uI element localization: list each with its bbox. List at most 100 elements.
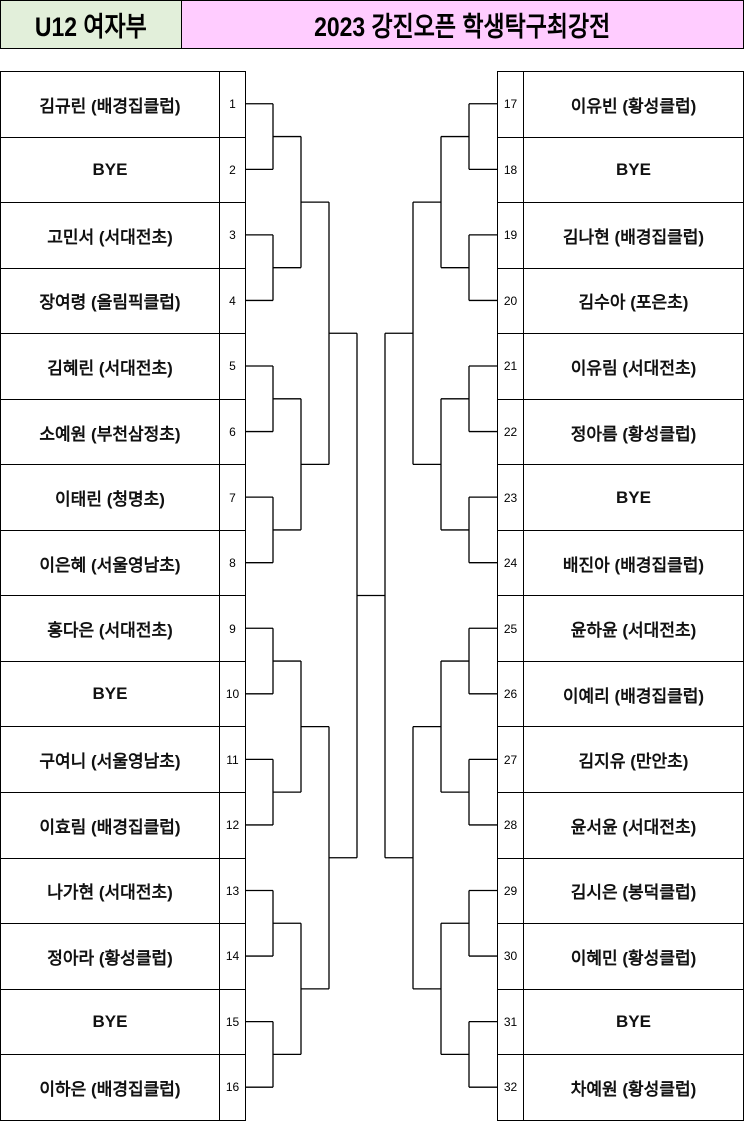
- player-name: 김규린 (배경집클럽): [39, 96, 181, 116]
- player-row: 17 이유빈 (황성클럽): [498, 72, 743, 138]
- seed-number: 30: [498, 924, 524, 989]
- player-row: 장여령 (올림픽클럽) 4: [1, 268, 245, 335]
- seed-number: 32: [498, 1055, 524, 1120]
- player-row: 구여니 (서울영남초) 11: [1, 727, 245, 794]
- player-name: 홍다은 (서대전초): [47, 621, 173, 641]
- player-row: 22 정아름 (황성클럽): [498, 399, 743, 466]
- seed-number: 3: [219, 203, 245, 268]
- player-row: 이효림 (배경집클럽)12: [1, 793, 245, 859]
- seed-number: 1: [219, 72, 245, 137]
- seed-number: 21: [498, 334, 524, 399]
- seed-number: 23: [498, 465, 524, 530]
- seed-number: 19: [498, 203, 524, 268]
- player-name: 김나현 (배경집클럽): [562, 227, 705, 247]
- player-name: 김시은 (봉덕클럽): [570, 883, 697, 903]
- player-name: 소예원 (부천삼정초): [39, 424, 181, 444]
- seed-number: 16: [219, 1055, 245, 1120]
- player-name: BYE: [92, 1011, 128, 1031]
- player-row: BYE 2: [1, 137, 245, 204]
- player-name: 배진아 (배경집클럽): [562, 555, 705, 575]
- seed-number: 2: [219, 137, 245, 203]
- player-name: 김혜린 (서대전초): [47, 358, 173, 378]
- player-name: 고민서 (서대전초): [47, 227, 173, 247]
- player-row: 소예원 (부천삼정초) 6: [1, 399, 245, 466]
- player-row: 27 김지유 (만안초): [498, 727, 743, 794]
- player-row: 고민서 (서대전초) 3: [1, 203, 245, 269]
- player-name: 이은혜 (서울영남초): [39, 555, 181, 575]
- player-row: 24 배진아 (배경집클럽): [498, 530, 743, 597]
- player-name: 이혜민 (황성클럽): [570, 948, 697, 968]
- seed-number: 20: [498, 268, 524, 334]
- seed-number: 15: [219, 989, 245, 1055]
- player-row: 김혜린 (서대전초) 5: [1, 334, 245, 400]
- player-row: BYE 10: [1, 661, 245, 728]
- seed-number: 27: [498, 727, 524, 793]
- player-row: 32 차예원 (황성클럽): [498, 1055, 743, 1121]
- seed-number: 14: [219, 924, 245, 989]
- seed-number: 22: [498, 399, 524, 465]
- player-row: 20 김수아 (포은초): [498, 268, 743, 335]
- player-row: BYE 15: [1, 989, 245, 1056]
- player-name: 장여령 (올림픽클럽): [39, 293, 181, 313]
- seed-number: 25: [498, 596, 524, 661]
- player-row: 18 BYE: [498, 137, 743, 204]
- player-row: 31 BYE: [498, 989, 743, 1056]
- seed-number: 6: [219, 399, 245, 465]
- seed-number: 8: [219, 530, 245, 596]
- seed-number: 9: [219, 596, 245, 661]
- title-header: 2023 강진오픈 학생탁구최강전: [181, 0, 744, 49]
- player-name: BYE: [92, 159, 128, 179]
- player-name: BYE: [616, 159, 651, 179]
- player-name: 이하은 (배경집클럽): [39, 1079, 181, 1099]
- seed-number: 11: [219, 727, 245, 793]
- player-row: 26 이예리 (배경집클럽): [498, 661, 743, 728]
- seed-number: 24: [498, 530, 524, 596]
- player-name: BYE: [92, 684, 128, 704]
- player-row: 이은혜 (서울영남초) 8: [1, 530, 245, 597]
- seed-number: 26: [498, 661, 524, 727]
- seed-number: 5: [219, 334, 245, 399]
- player-row: 홍다은 (서대전초) 9: [1, 596, 245, 662]
- player-name: 정아라 (황성클럽): [47, 948, 173, 968]
- player-name: 이예리 (배경집클럽): [562, 686, 705, 706]
- player-name: BYE: [616, 487, 651, 507]
- player-row: 25 윤하윤 (서대전초): [498, 596, 743, 662]
- division-label: U12 여자부: [35, 12, 147, 42]
- player-row: 30 이혜민 (황성클럽): [498, 924, 743, 990]
- player-name: 이효림 (배경집클럽): [39, 817, 181, 837]
- player-name: 김수아 (포은초): [578, 293, 689, 313]
- player-row: 21 이유림 (서대전초): [498, 334, 743, 400]
- seed-number: 17: [498, 72, 524, 137]
- seed-number: 4: [219, 268, 245, 334]
- player-row: 23 BYE: [498, 465, 743, 531]
- player-name: 이유림 (서대전초): [570, 358, 697, 378]
- player-name: 이태린 (청명초): [55, 490, 165, 510]
- player-row: 이하은 (배경집클럽) 16: [1, 1055, 245, 1121]
- player-name: 윤하윤 (서대전초): [570, 621, 697, 641]
- player-row: 나가현 (서대전초) 13: [1, 858, 245, 925]
- player-name: 차예원 (황성클럽): [570, 1079, 697, 1099]
- player-name: 정아름 (황성클럽): [570, 424, 697, 444]
- seed-number: 28: [498, 793, 524, 858]
- player-row: 김규린 (배경집클럽) 1: [1, 72, 245, 138]
- player-row: 이태린 (청명초)7: [1, 465, 245, 531]
- player-name: 구여니 (서울영남초): [39, 752, 181, 772]
- seed-number: 18: [498, 137, 524, 203]
- player-name: 나가현 (서대전초): [47, 883, 173, 903]
- player-row: 정아라 (황성클럽) 14: [1, 924, 245, 990]
- seed-number: 13: [219, 858, 245, 924]
- player-row: 28 윤서윤 (서대전초): [498, 793, 743, 859]
- player-name: 이유빈 (황성클럽): [570, 96, 697, 116]
- player-name: 김지유 (만안초): [578, 752, 689, 772]
- division-header: U12 여자부: [0, 0, 182, 49]
- player-row: 29 김시은 (봉덕클럽): [498, 858, 743, 925]
- player-name: 윤서윤 (서대전초): [570, 817, 697, 837]
- seed-number: 31: [498, 989, 524, 1055]
- seed-number: 29: [498, 858, 524, 924]
- player-row: 19 김나현 (배경집클럽): [498, 203, 743, 269]
- player-name: BYE: [616, 1011, 651, 1031]
- seed-number: 10: [219, 661, 245, 727]
- tournament-title: 2023 강진오픈 학생탁구최강전: [314, 12, 611, 42]
